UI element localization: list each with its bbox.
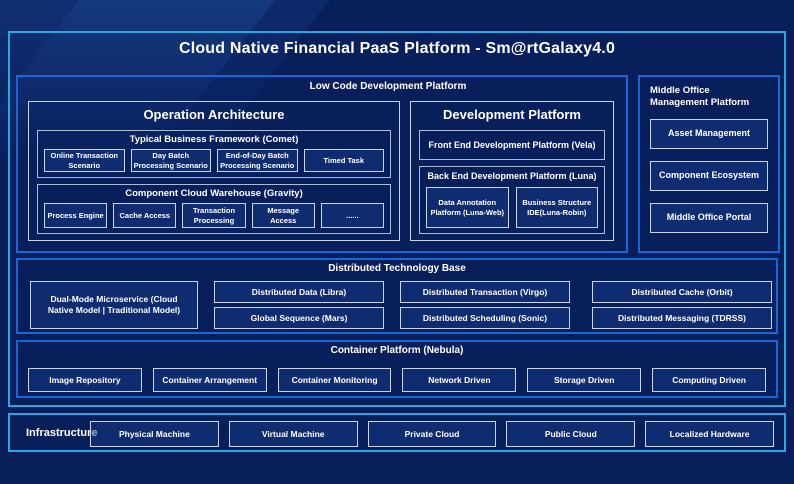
box-end-of-day-batch-processing-scenario: End-of-Day Batch Processing Scenario xyxy=(217,149,298,172)
typical-business-framework-items: Online Transaction Scenario Day Batch Pr… xyxy=(44,149,384,172)
infrastructure-items: Physical Machine Virtual Machine Private… xyxy=(90,421,774,447)
development-platform-title: Development Platform xyxy=(443,107,581,122)
box-image-repository: Image Repository xyxy=(28,368,142,392)
box-ellipsis: ...... xyxy=(320,203,385,228)
box-data-annotation-platform: Data Annotation Platform (Luna-Web) xyxy=(426,187,509,228)
box-day-batch-processing-scenario: Day Batch Processing Scenario xyxy=(130,149,211,172)
main-diagram-frame: Cloud Native Financial PaaS Platform - S… xyxy=(8,31,786,407)
box-storage-driven: Storage Driven xyxy=(527,368,642,392)
typical-business-framework-title: Typical Business Framework (Comet) xyxy=(129,134,299,145)
box-front-end-development-platform: Front End Development Platform (Vela) xyxy=(419,130,605,160)
low-code-platform-label: Low Code Development Platform xyxy=(309,81,467,92)
box-global-sequence: Global Sequence (Mars) xyxy=(214,307,384,329)
section-middle-office-management-platform: Middle Office Management Platform Asset … xyxy=(638,75,780,253)
operation-architecture-title: Operation Architecture xyxy=(143,107,285,122)
box-online-transaction-scenario: Online Transaction Scenario xyxy=(44,149,125,172)
panel-operation-architecture: Operation Architecture Typical Business … xyxy=(28,101,400,241)
middle-office-label: Middle Office Management Platform xyxy=(650,85,750,109)
section-distributed-technology-base: Distributed Technology Base Dual-Mode Mi… xyxy=(16,258,778,334)
box-container-arrangement: Container Arrangement xyxy=(152,368,267,392)
box-network-driven: Network Driven xyxy=(402,368,517,392)
box-dual-mode-microservice: Dual-Mode Microservice (Cloud Native Mod… xyxy=(30,281,198,329)
section-container-platform: Container Platform (Nebula) Image Reposi… xyxy=(16,340,778,398)
component-cloud-warehouse-items: Process Engine Cache Access Transaction … xyxy=(44,203,385,228)
container-platform-items: Image Repository Container Arrangement C… xyxy=(28,368,766,392)
box-asset-management: Asset Management xyxy=(650,119,768,149)
component-cloud-warehouse-title: Component Cloud Warehouse (Gravity) xyxy=(125,188,303,199)
box-cache-access: Cache Access xyxy=(113,203,177,228)
section-infrastructure: Infrastructure Physical Machine Virtual … xyxy=(8,413,786,452)
box-distributed-messaging: Distributed Messaging (TDRSS) xyxy=(592,307,772,329)
infrastructure-label: Infrastructure xyxy=(26,426,98,439)
back-end-development-platform-title: Back End Development Platform (Luna) xyxy=(427,171,597,181)
box-message-access: Message Access xyxy=(251,203,315,228)
box-distributed-scheduling: Distributed Scheduling (Sonic) xyxy=(400,307,570,329)
distributed-technology-base-label: Distributed Technology Base xyxy=(328,263,466,274)
box-computing-driven: Computing Driven xyxy=(652,368,766,392)
box-business-structure-ide: Business Structure IDE(Luna-Robin) xyxy=(515,187,598,228)
section-low-code-development-platform: Low Code Development Platform Operation … xyxy=(16,75,628,253)
page-title: Cloud Native Financial PaaS Platform - S… xyxy=(178,40,616,57)
box-timed-task: Timed Task xyxy=(303,149,384,172)
container-platform-label: Container Platform (Nebula) xyxy=(330,345,464,356)
box-transaction-processing: Transaction Processing xyxy=(182,203,246,228)
panel-back-end-development-platform: Back End Development Platform (Luna) Dat… xyxy=(419,166,605,234)
box-virtual-machine: Virtual Machine xyxy=(228,421,358,447)
box-process-engine: Process Engine xyxy=(44,203,108,228)
panel-typical-business-framework: Typical Business Framework (Comet) Onlin… xyxy=(37,130,391,178)
box-localized-hardware: Localized Hardware xyxy=(645,421,774,447)
box-distributed-transaction: Distributed Transaction (Virgo) xyxy=(400,281,570,303)
box-physical-machine: Physical Machine xyxy=(90,421,219,447)
box-component-ecosystem: Component Ecosystem xyxy=(650,161,768,191)
box-middle-office-portal: Middle Office Portal xyxy=(650,203,768,233)
box-container-monitoring: Container Monitoring xyxy=(277,368,392,392)
back-end-items: Data Annotation Platform (Luna-Web) Busi… xyxy=(426,187,598,228)
box-distributed-data: Distributed Data (Libra) xyxy=(214,281,384,303)
box-private-cloud: Private Cloud xyxy=(367,421,497,447)
panel-component-cloud-warehouse: Component Cloud Warehouse (Gravity) Proc… xyxy=(37,184,391,234)
box-distributed-cache: Distributed Cache (Orbit) xyxy=(592,281,772,303)
panel-development-platform: Development Platform Front End Developme… xyxy=(410,101,614,241)
box-public-cloud: Public Cloud xyxy=(506,421,636,447)
